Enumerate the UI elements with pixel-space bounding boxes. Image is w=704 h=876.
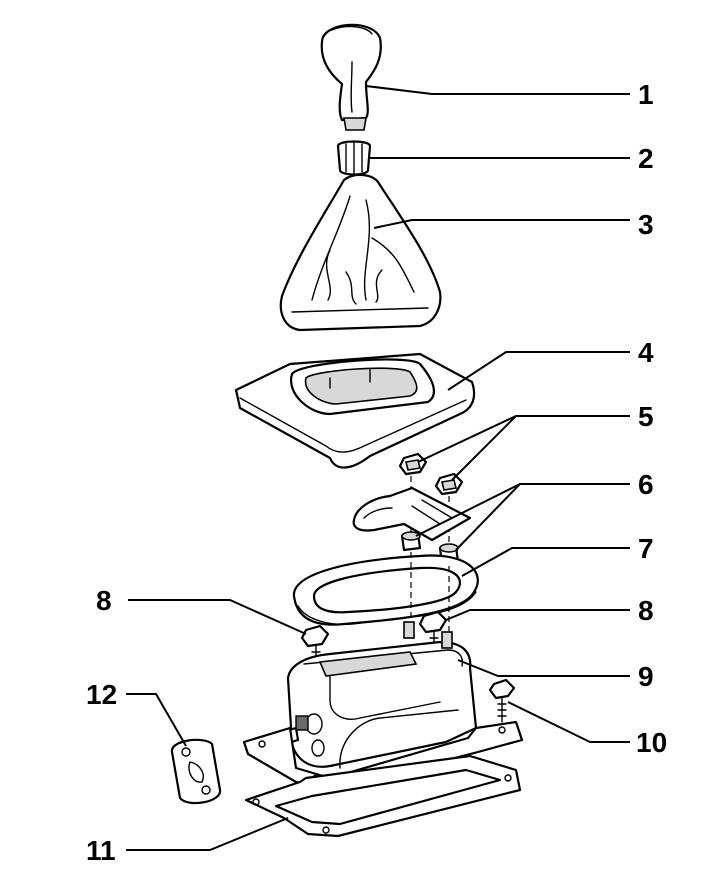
leader-8-left [128, 599, 307, 635]
callout-10: 10 [636, 727, 667, 758]
leader-4 [447, 351, 630, 391]
leader-8-right [445, 609, 630, 621]
leader-lines [126, 85, 630, 851]
callout-11: 11 [86, 835, 116, 866]
seal-ring [292, 554, 479, 626]
nut-left [398, 452, 428, 476]
callout-labels: 1 2 3 4 5 6 7 8 8 9 10 12 11 [86, 79, 667, 866]
guide-bracket [352, 486, 472, 542]
bolt-10 [488, 678, 516, 723]
leader-6b [455, 483, 521, 551]
callout-8-right: 8 [638, 595, 654, 626]
callout-1: 1 [638, 79, 654, 110]
callout-3: 3 [638, 209, 654, 240]
leader-5a [417, 415, 630, 463]
callout-9: 9 [638, 661, 654, 692]
leader-1 [365, 85, 630, 95]
leader-7 [461, 547, 630, 577]
leader-10 [507, 701, 630, 743]
callout-5: 5 [638, 401, 654, 432]
leader-11 [126, 817, 289, 851]
callout-2: 2 [638, 143, 654, 174]
spacer-left [400, 531, 422, 552]
clamp-sleeve [336, 140, 372, 176]
nut-right [434, 472, 464, 496]
gear-knob [320, 23, 382, 131]
callout-6: 6 [638, 469, 654, 500]
callout-7: 7 [638, 533, 654, 564]
gear-boot [279, 173, 442, 332]
callout-8-left: 8 [96, 585, 112, 616]
leader-9 [457, 659, 630, 677]
cover-plate [170, 738, 222, 805]
leader-5b [451, 415, 517, 481]
gasket [244, 754, 522, 838]
callout-12: 12 [86, 679, 117, 710]
leader-12 [126, 693, 187, 747]
leader-3 [373, 219, 630, 229]
callout-4: 4 [638, 337, 654, 368]
trim-cover [234, 352, 476, 469]
